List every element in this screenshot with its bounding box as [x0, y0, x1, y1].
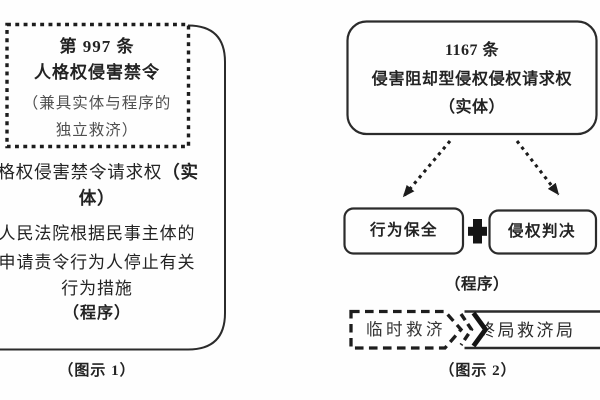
final-remedy-box-border	[464, 310, 600, 350]
figure2-right-box-border	[488, 209, 598, 255]
figure1-desc-line3: 行为措施	[61, 278, 133, 298]
figure1-claim-line1-bold: （实	[162, 161, 199, 182]
figure2-procedure-label: （程序）	[444, 275, 509, 293]
figure2-top-box-border	[346, 20, 598, 136]
figure1-claim-line1-normal: 人格权侵害禁令请求权	[0, 161, 163, 182]
figure1-caption: （图示 1）	[58, 363, 136, 379]
figure2-right-box-label: 侵权判决	[507, 222, 576, 240]
figure2-caption: （图示 2）	[439, 363, 517, 379]
arrow-to-behavior-preservation	[402, 140, 452, 198]
figure1-desc-line2: 申请责令行为人停止有关	[0, 252, 196, 272]
plus-icon	[468, 219, 487, 244]
final-remedy-label: 终局救济局	[478, 320, 576, 340]
chevron-icon	[471, 311, 489, 348]
figure1-claim-line1: 人格权侵害禁令请求权（实	[0, 161, 289, 182]
figure1-note-line2: 独立救济）	[55, 121, 139, 139]
figure1-article-number: 第 997 条	[59, 36, 135, 56]
temp-remedy-label: 临时救济	[366, 320, 446, 339]
final-remedy-notch-fill	[465, 313, 489, 346]
figure1-procedure-label: （程序）	[62, 304, 131, 322]
figure2-left-box-label: 行为保全	[369, 221, 438, 239]
figure2-substance-label: （实体）	[438, 99, 505, 116]
figure1-desc-line1: 人民法院根据民事主体的	[0, 223, 196, 243]
figure1-outer-box-border	[0, 24, 226, 351]
chevron-dashed-icon	[459, 313, 474, 346]
figure1-injunction-title: 人格权侵害禁令	[34, 62, 160, 82]
figure1-note-line1: （兼具实体与程序的	[22, 95, 172, 112]
temp-remedy-dashed-border	[349, 309, 464, 350]
figure1-dashed-box-border	[5, 22, 191, 149]
figure2-article-number: 1167 条	[444, 42, 500, 59]
figure2-left-box-border	[343, 207, 465, 255]
figure1-claim-line2: 体）	[78, 187, 116, 208]
figure2-claim-title: 侵害阻却型侵权侵权请求权	[371, 71, 573, 88]
